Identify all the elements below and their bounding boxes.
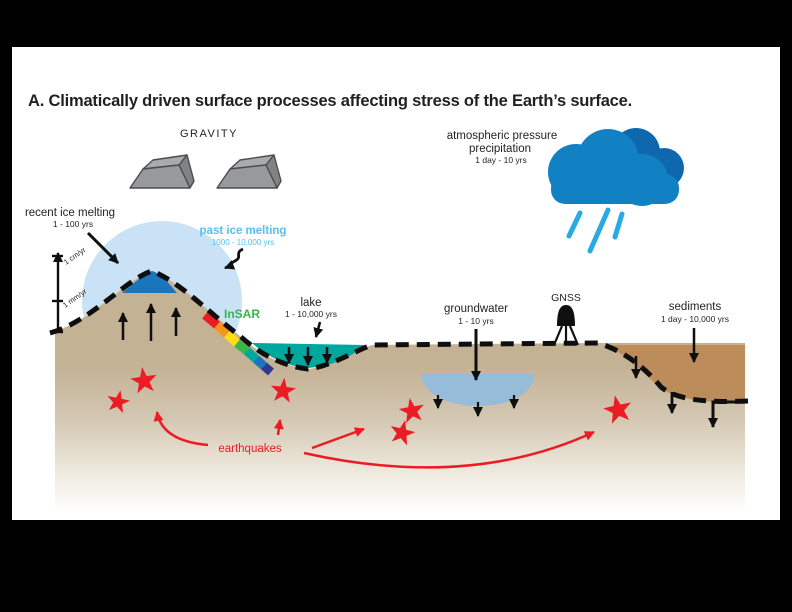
surface-dashed-line — [49, 268, 749, 404]
gravity-label: GRAVITY — [180, 128, 238, 140]
sediments-timescale: 1 day - 10,000 yrs — [661, 314, 729, 324]
past-ice-squiggle-arrow — [224, 247, 244, 270]
sediment-wedge — [607, 345, 745, 402]
recent-ice-timescale: 1 - 100 yrs — [53, 219, 93, 229]
uplift-arrows — [118, 303, 181, 341]
earthquake-arrows — [153, 411, 595, 469]
figure-title: A. Climatically driven surface processes… — [28, 92, 632, 110]
groundwater-aquifer — [421, 374, 535, 406]
insar-rainbow-stripe — [202, 311, 274, 376]
gravity-block-icon — [129, 154, 195, 189]
rain-streaks-icon — [566, 207, 625, 254]
lake-load-arrows — [284, 347, 332, 366]
sediment-subsidence-arrows — [631, 356, 744, 428]
earthquakes-label: earthquakes — [218, 443, 282, 455]
groundwater-timescale: 1 - 10 yrs — [458, 316, 493, 326]
gnss-label: GNSS — [551, 292, 581, 304]
gravity-block-icon-2 — [216, 154, 282, 189]
rain-cloud-icon — [548, 128, 684, 206]
sediments-label: sediments — [669, 301, 722, 313]
aquifer-drawdown-arrows — [433, 395, 519, 417]
lake-timescale: 1 - 10,000 yrs — [285, 309, 337, 319]
atmospheric-pressure-label: atmospheric pressure — [447, 130, 558, 142]
insar-label: InSAR — [224, 307, 260, 321]
lake-label: lake — [300, 297, 321, 309]
recent-ice-arrow — [86, 231, 120, 265]
lake-pointer-arrow — [313, 321, 324, 338]
velocity-scale — [52, 252, 63, 334]
past-ice-timescale: 1000 - 10,000 yrs — [212, 238, 274, 247]
recent-ice-cap — [122, 271, 177, 293]
precipitation-label: precipitation — [469, 143, 531, 155]
groundwater-label: groundwater — [444, 303, 508, 315]
gnss-station-icon — [552, 305, 580, 346]
past-ice-label: past ice melting — [200, 225, 287, 237]
recent-ice-label: recent ice melting — [25, 207, 115, 219]
atmosphere-timescale: 1 day - 10 yrs — [475, 155, 527, 165]
